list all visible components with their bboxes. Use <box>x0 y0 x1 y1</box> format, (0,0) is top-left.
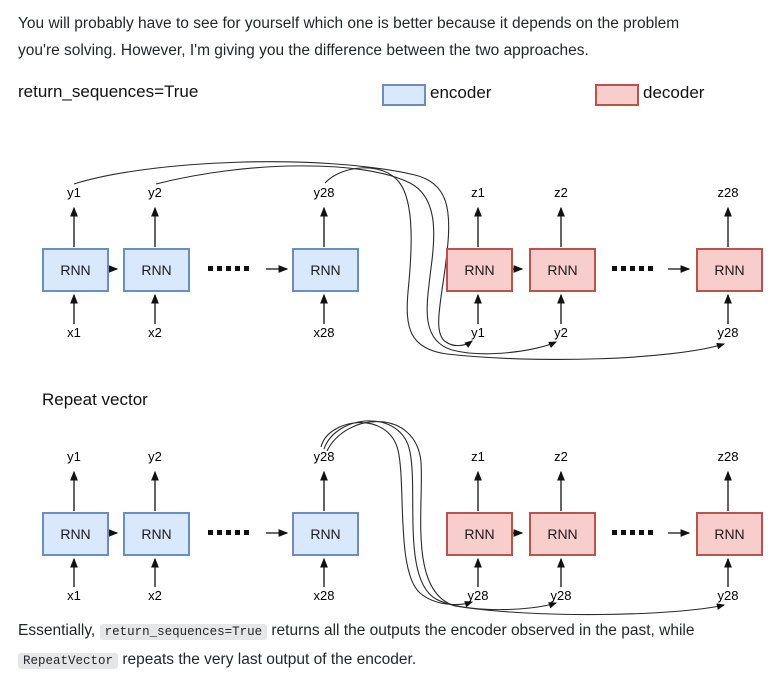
rnn-box-label: RNN <box>547 262 578 278</box>
connector-curve-repeat-2 <box>323 420 558 611</box>
footer-prefix: Essentially, <box>18 622 100 639</box>
rnn-box-encoder: RNN <box>42 248 109 292</box>
diagram1-title: return_sequences=True <box>18 82 199 101</box>
rnn-box-label: RNN <box>464 526 495 542</box>
io-label: x1 <box>67 325 81 340</box>
rnn-box-label: RNN <box>310 262 341 278</box>
decoder-legend-swatch <box>595 84 639 106</box>
io-label: y28 <box>313 449 335 464</box>
encoder-legend-swatch <box>382 84 426 106</box>
rnn-box-decoder: RNN <box>446 248 513 292</box>
io-label: z2 <box>554 449 568 464</box>
io-label: x2 <box>148 588 162 603</box>
ellipsis-dots <box>208 266 653 271</box>
io-label: x2 <box>148 325 162 340</box>
rnn-box-label: RNN <box>464 262 495 278</box>
io-label: z2 <box>554 185 568 200</box>
intro-line-1: You will probably have to see for yourse… <box>18 15 680 32</box>
io-label: y28 <box>717 588 739 603</box>
io-label: z28 <box>717 185 739 200</box>
rnn-box-label: RNN <box>310 526 341 542</box>
encoder-legend-label: encoder <box>430 83 492 102</box>
rnn-box-encoder: RNN <box>123 248 190 292</box>
rnn-box-decoder: RNN <box>446 512 513 556</box>
io-label: y1 <box>471 325 485 340</box>
io-label: y28 <box>550 588 572 603</box>
rnn-box-encoder: RNN <box>292 512 359 556</box>
io-label: z1 <box>471 185 485 200</box>
rnn-box-label: RNN <box>547 526 578 542</box>
diagram2-arrows <box>70 470 732 587</box>
diagram1-arrows <box>70 206 732 324</box>
io-label: z1 <box>471 449 485 464</box>
io-label: y1 <box>67 449 81 464</box>
rnn-box-label: RNN <box>714 526 745 542</box>
footer-suffix: repeats the very last output of the enco… <box>118 651 417 668</box>
ellipsis-dots <box>208 530 653 535</box>
decoder-legend-label: decoder <box>643 83 705 102</box>
footer-middle: returns all the outputs the encoder obse… <box>267 622 695 639</box>
diagram2-connectors <box>320 420 726 616</box>
io-label: y28 <box>313 185 335 200</box>
io-label: y28 <box>717 325 739 340</box>
io-label: z28 <box>717 449 739 464</box>
diagram1-connectors <box>73 161 726 360</box>
io-label: y28 <box>467 588 489 603</box>
io-label: y2 <box>554 325 568 340</box>
io-label: x28 <box>313 325 335 340</box>
io-label: x1 <box>67 588 81 603</box>
intro-line-2: you're solving. However, I'm giving you … <box>18 42 589 59</box>
connector-curve-repeat-3 <box>326 421 726 616</box>
rnn-box-label: RNN <box>141 526 172 542</box>
rnn-box-decoder: RNN <box>529 512 596 556</box>
io-label: y1 <box>67 185 81 200</box>
rnn-box-encoder: RNN <box>123 512 190 556</box>
inline-code-return-sequences: return_sequences=True <box>99 624 268 640</box>
rnn-box-decoder: RNN <box>696 512 763 556</box>
rnn-box-label: RNN <box>714 262 745 278</box>
intro-paragraph: You will probably have to see for yourse… <box>18 10 766 64</box>
rnn-box-label: RNN <box>60 262 91 278</box>
rnn-box-label: RNN <box>60 526 91 542</box>
connector-curve-y28 <box>324 167 726 360</box>
diagram2-title: Repeat vector <box>42 390 148 409</box>
footer-paragraph: Essentially, return_sequences=True retur… <box>18 617 766 675</box>
rnn-box-label: RNN <box>141 262 172 278</box>
footer-line-2: RepeatVector repeats the very last outpu… <box>18 646 766 675</box>
inline-code-repeatvector: RepeatVector <box>18 653 119 669</box>
connector-curve-y2 <box>155 165 558 355</box>
footer-line-1: Essentially, return_sequences=True retur… <box>18 617 766 646</box>
connector-curve-y1 <box>73 161 473 348</box>
rnn-box-encoder: RNN <box>42 512 109 556</box>
rnn-box-decoder: RNN <box>529 248 596 292</box>
rnn-box-encoder: RNN <box>292 248 359 292</box>
io-label: x28 <box>313 588 335 603</box>
io-label: y2 <box>148 449 162 464</box>
rnn-box-decoder: RNN <box>696 248 763 292</box>
io-label: y2 <box>148 185 162 200</box>
